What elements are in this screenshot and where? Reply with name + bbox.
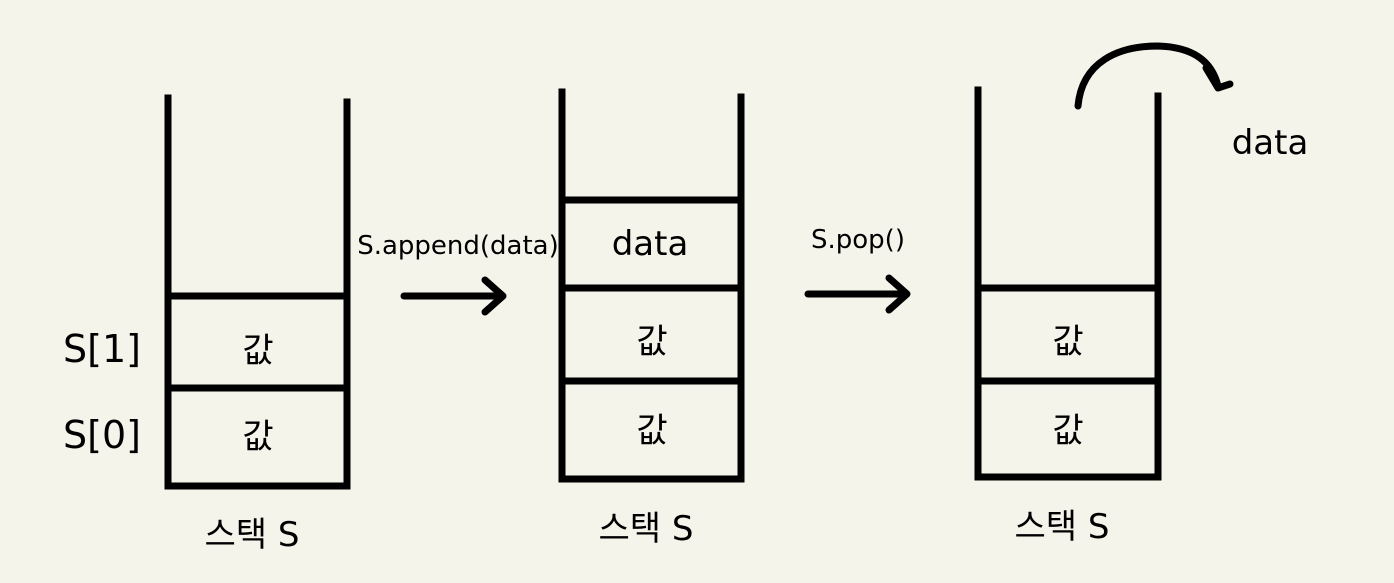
- curved-arrow-icon: [1074, 42, 1234, 110]
- stack-1-cell-0: 값: [242, 417, 273, 457]
- arrow-right-icon: [400, 276, 507, 316]
- popped-data-label: data: [1232, 123, 1309, 163]
- stack-1: [164, 94, 351, 490]
- operation-pop-label: S.pop(): [811, 225, 905, 255]
- stack-2-cell-1: 값: [636, 322, 667, 362]
- stack-3-cell-0: 값: [1052, 411, 1083, 451]
- stack-1-cell-1: 값: [242, 331, 273, 371]
- stack-3-cell-1: 값: [1052, 322, 1083, 362]
- index-label-s1: S[1]: [63, 327, 141, 371]
- stack-2-cell-0: 값: [636, 411, 667, 451]
- stack-2: [558, 88, 745, 483]
- stack-2-caption: 스택 S: [599, 509, 694, 549]
- operation-append-label: S.append(data): [357, 231, 559, 261]
- index-label-s0: S[0]: [63, 413, 141, 457]
- stack-3-caption: 스택 S: [1015, 507, 1110, 547]
- stack-1-caption: 스택 S: [205, 515, 300, 555]
- stack-2-cell-2: data: [612, 224, 689, 264]
- stack-3: [974, 86, 1162, 481]
- arrow-right-icon: [804, 274, 911, 314]
